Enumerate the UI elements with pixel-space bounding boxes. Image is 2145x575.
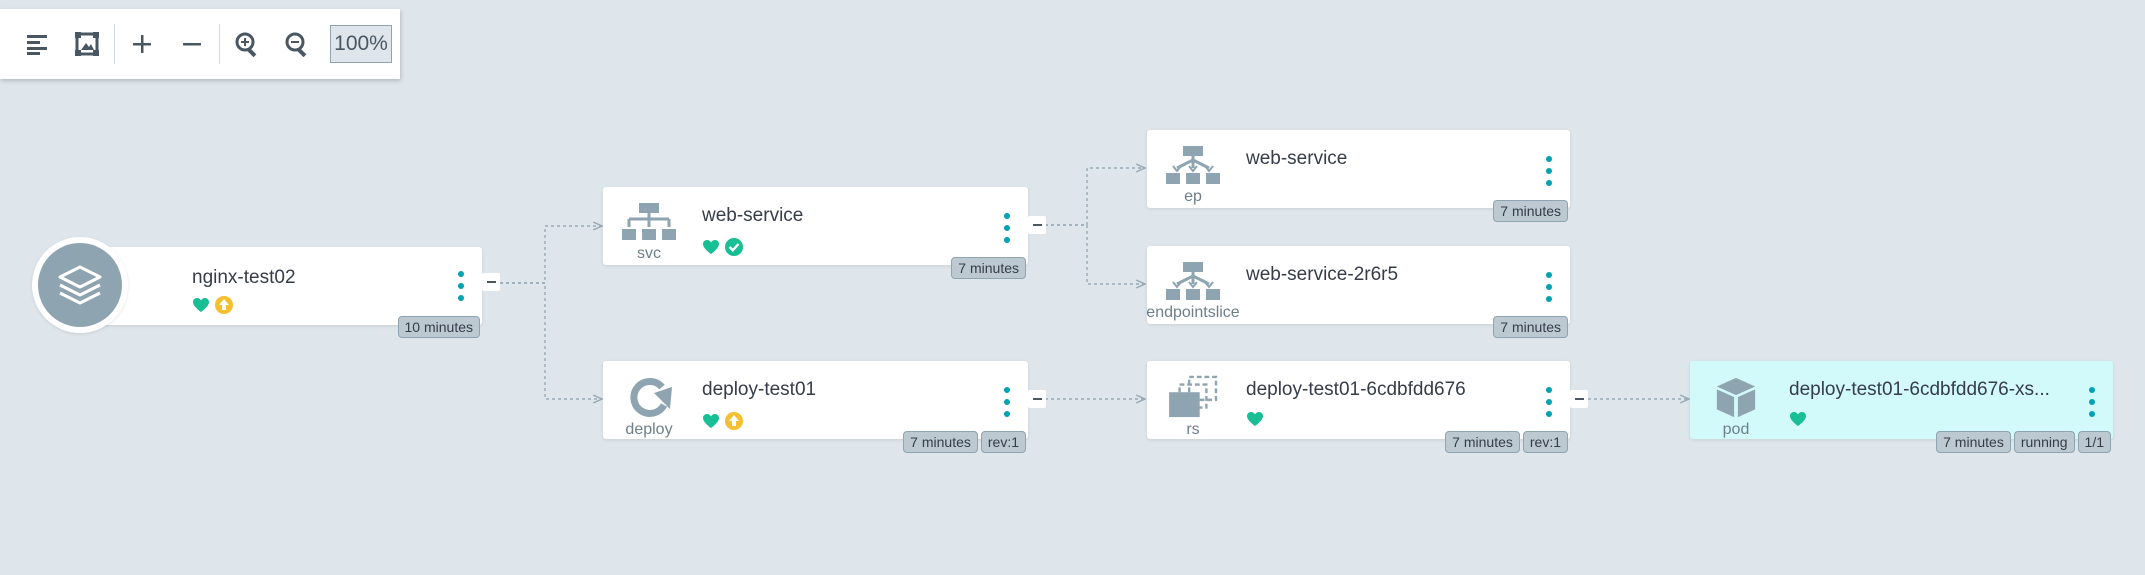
zoom-in-button[interactable] (222, 19, 272, 69)
node-status (702, 237, 744, 257)
zoom-level-display[interactable]: 100% (330, 25, 392, 63)
node-name: web-service-2r6r5 (1246, 264, 1399, 285)
collapse-toggle[interactable] (1570, 390, 1588, 408)
age-tag: 7 minutes (1445, 431, 1520, 453)
node-icon: pod (1690, 361, 1782, 439)
healthy-heart-icon (703, 240, 719, 254)
node-name: web-service (1246, 148, 1348, 169)
node-icon: deploy (603, 361, 695, 439)
node-name: deploy-test01 (702, 379, 817, 400)
node-name: web-service (702, 205, 804, 226)
node-tags: 7 minutes (1493, 200, 1568, 222)
node-menu-button[interactable] (1000, 387, 1014, 417)
node-tags: 7 minutes running 1/1 (1936, 431, 2111, 453)
fit-to-screen-button[interactable] (62, 19, 112, 69)
resource-node-pod[interactable]: pod deploy-test01-6cdbfdd676-xs... 7 min… (1690, 361, 2113, 453)
resource-node-deploy[interactable]: deploy deploy-test01 7 minutes rev:1 (603, 361, 1046, 453)
service-network-icon (622, 203, 676, 240)
node-tags: 7 minutes (1493, 316, 1568, 338)
app-node-card[interactable]: nginx-test02 10 minutes (82, 247, 500, 338)
minus-icon (183, 43, 201, 46)
node-status (1246, 411, 1264, 427)
node-menu-button[interactable] (1542, 272, 1556, 302)
age-tag: 10 minutes (397, 316, 480, 338)
out-of-sync-arrow-icon (725, 412, 743, 430)
endpoint-network-icon (1166, 262, 1220, 300)
node-menu-button[interactable] (1542, 156, 1556, 186)
graph-toolbar: 100% (0, 9, 400, 79)
node-menu-button[interactable] (2085, 387, 2099, 417)
age-tag: 7 minutes (1493, 316, 1568, 338)
age-tag: 7 minutes (951, 257, 1026, 279)
app-icon (32, 237, 128, 333)
node-name: deploy-test01-6cdbfdd676 (1246, 379, 1466, 400)
out-of-sync-arrow-icon (215, 296, 233, 314)
align-left-icon (27, 35, 47, 55)
node-kind: pod (1722, 421, 1750, 438)
revision-tag: rev:1 (1522, 431, 1568, 453)
toolbar-divider (219, 24, 220, 64)
node-icon: ep (1147, 130, 1239, 208)
fit-screen-icon (75, 32, 99, 56)
app-node[interactable]: nginx-test02 10 minutes (32, 237, 500, 338)
node-kind: rs (1186, 421, 1200, 438)
node-tags: 7 minutes rev:1 (903, 431, 1026, 453)
deploy-cycle-icon (630, 377, 672, 417)
edge-app-svc (500, 226, 602, 284)
node-icon: endpointslice (1146, 246, 1240, 324)
zoom-out-button[interactable] (272, 19, 322, 69)
replicaset-stack-icon (1169, 375, 1218, 418)
age-tag: 7 minutes (1493, 200, 1568, 222)
node-tags: 7 minutes rev:1 (1445, 431, 1568, 453)
node-name: deploy-test01-6cdbfdd676-xs... (1789, 379, 2050, 400)
node-kind: svc (637, 245, 661, 262)
node-status (192, 295, 234, 315)
endpoint-network-icon (1166, 146, 1220, 184)
revision-tag: rev:1 (980, 431, 1026, 453)
node-tags: 7 minutes (951, 257, 1026, 279)
node-kind: endpointslice (1146, 304, 1240, 321)
collapse-toggle[interactable] (482, 273, 500, 291)
collapse-toggle[interactable] (1028, 216, 1046, 234)
edge-svc-ep (1045, 168, 1145, 226)
healthy-heart-icon (1790, 412, 1806, 426)
node-kind: deploy (625, 421, 673, 438)
phase-tag: running (2013, 431, 2075, 453)
resource-node-rs[interactable]: rs deploy-test01-6cdbfdd676 7 minutes re… (1147, 361, 1588, 453)
expand-button[interactable] (117, 19, 167, 69)
edge-app-deploy (500, 282, 602, 399)
zoom-out-icon (285, 32, 307, 57)
age-tag: 7 minutes (1936, 431, 2011, 453)
node-icon: svc (603, 187, 695, 265)
collapse-toggle[interactable] (1028, 390, 1046, 408)
resource-node-ep[interactable]: ep web-service 7 minutes (1147, 130, 1570, 222)
node-icon: rs (1147, 361, 1239, 439)
zoom-in-icon (235, 32, 257, 57)
node-status (1789, 411, 1807, 427)
layers-icon (58, 265, 102, 305)
resource-node-svc[interactable]: svc web-service 7 minutes (603, 187, 1046, 279)
collapse-button[interactable] (167, 19, 217, 69)
node-menu-button[interactable] (1542, 387, 1556, 417)
node-tags: 10 minutes (397, 316, 480, 338)
node-name: nginx-test02 (192, 267, 296, 288)
toolbar-divider (114, 24, 115, 64)
healthy-heart-icon (1247, 412, 1263, 426)
ready-count-tag: 1/1 (2077, 431, 2111, 453)
resource-node-endpointslice[interactable]: endpointslice web-service-2r6r5 7 minute… (1146, 246, 1570, 338)
edge-svc-eps (1045, 224, 1145, 284)
synced-check-icon (725, 238, 743, 256)
node-menu-button[interactable] (454, 271, 468, 301)
node-status (702, 411, 744, 431)
list-view-button[interactable] (12, 19, 62, 69)
node-kind: ep (1184, 188, 1202, 205)
node-menu-button[interactable] (1000, 213, 1014, 243)
healthy-heart-icon (193, 298, 209, 312)
healthy-heart-icon (703, 414, 719, 428)
age-tag: 7 minutes (903, 431, 978, 453)
plus-icon (133, 35, 151, 53)
pod-cube-icon (1716, 377, 1756, 418)
